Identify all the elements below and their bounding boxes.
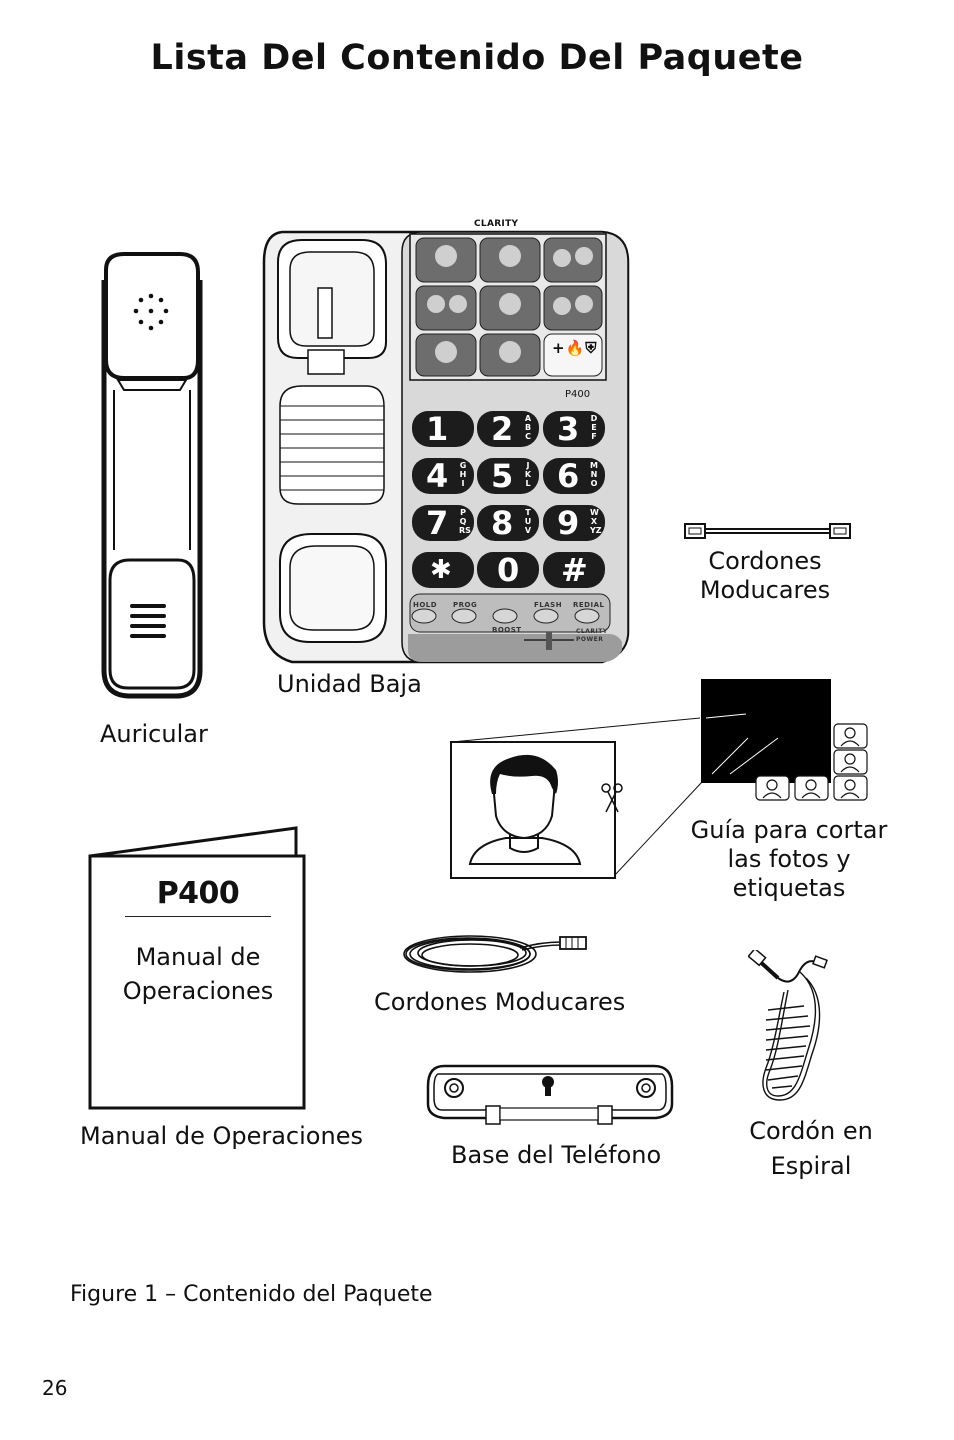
key-star: ✱ xyxy=(412,552,474,588)
photo-guide-illustration xyxy=(450,679,868,879)
emergency-icons: +🔥⛨ xyxy=(552,339,598,357)
manual-subtitle: Manual de Operaciones xyxy=(122,943,274,1005)
phone-base-label: Base del Teléfono xyxy=(451,1141,662,1169)
manual-divider xyxy=(125,916,271,917)
coiled-cord-label: Cordón en Espiral xyxy=(749,1117,873,1180)
handset-label: Auricular xyxy=(100,720,208,748)
cords-top-label: Cordones Moducares xyxy=(699,547,831,604)
handset-illustration xyxy=(101,252,203,699)
key-0: 0 xyxy=(477,551,539,589)
coiled-cord-illustration xyxy=(748,950,828,1101)
manual-model: P400 xyxy=(156,876,240,911)
prog-label: PROG xyxy=(453,601,478,609)
manual-illustration xyxy=(88,826,306,1110)
page-number: 26 xyxy=(42,1376,68,1400)
flash-label: FLASH xyxy=(534,601,563,609)
photo-guide-label: Guía para cortar las fotos y etiquetas xyxy=(690,816,888,902)
boost-label: BOOST xyxy=(492,626,522,634)
key-1: 1 xyxy=(412,410,474,448)
phone-base-illustration xyxy=(426,1064,674,1125)
redial-label: REDIAL xyxy=(573,601,605,609)
manual-label: Manual de Operaciones xyxy=(80,1122,363,1150)
hold-label: HOLD xyxy=(413,601,438,609)
clarity-label: CLARITY xyxy=(576,628,608,635)
cords-middle-label: Cordones Moducares xyxy=(374,988,626,1016)
phone-model: P400 xyxy=(565,389,591,400)
key-pound: # xyxy=(543,551,605,589)
base-unit-illustration xyxy=(262,230,630,664)
base-unit-label: Unidad Baja xyxy=(277,670,422,698)
page-title: Lista Del Contenido Del Paquete xyxy=(150,38,804,78)
figure-caption: Figure 1 – Contenido del Paquete xyxy=(70,1282,433,1307)
brand-logo: CLARITY xyxy=(474,219,519,229)
modular-cord-illustration xyxy=(684,523,851,539)
cord-bundle-illustration xyxy=(403,935,587,973)
power-label: POWER xyxy=(576,636,604,643)
